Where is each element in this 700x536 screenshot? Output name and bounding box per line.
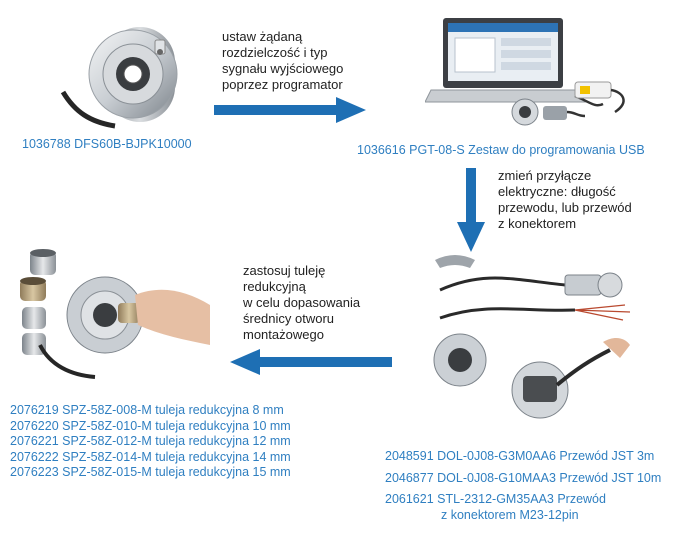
- step3-instruction: zastosuj tuleję redukcyjną w celu dopaso…: [243, 263, 403, 343]
- step1-instruction-line: rozdzielczość i typ: [222, 45, 328, 60]
- step3-instruction-line: w celu dopasowania: [243, 295, 361, 310]
- sleeve-product-item: 2076223 SPZ-58Z-015-M tuleja redukcyjna …: [10, 465, 291, 479]
- reduction-sleeves-image: [20, 249, 210, 379]
- step1-product: 1036788 DFS60B-BJPK10000: [22, 137, 192, 151]
- step1-instruction-line: sygnału wyjściowego: [222, 61, 344, 76]
- step3-instruction-line: redukcyjną: [243, 279, 306, 294]
- step2-instruction-line: przewodu, lub przewód: [498, 200, 632, 215]
- laptop-programmer-image: [425, 18, 625, 126]
- cable-product-item: 2048591 DOL-0J08-G3M0AA6 Przewód JST 3m: [385, 449, 655, 463]
- step1-instruction-line: ustaw żądaną: [222, 29, 303, 44]
- cables-connector-image: [433, 255, 631, 419]
- step4-product-list: 2076219 SPZ-58Z-008-M tuleja redukcyjna …: [10, 403, 291, 481]
- step3-product-list: 2048591 DOL-0J08-G3M0AA6 Przewód JST 3m …: [385, 449, 661, 523]
- sleeve-product-item: 2076220 SPZ-58Z-010-M tuleja redukcyjna …: [10, 418, 291, 433]
- arrow-right-icon: [214, 97, 366, 123]
- cable-product-item-continuation: z konektorem M23-12pin: [441, 507, 579, 522]
- encoder-image: [60, 27, 178, 129]
- step2-product: 1036616 PGT-08-S Zestaw do programowania…: [357, 143, 645, 157]
- step3-instruction-line: średnicy otworu: [243, 311, 335, 326]
- sleeve-product-item: 2076222 SPZ-58Z-014-M tuleja redukcyjna …: [10, 449, 291, 464]
- cable-product-item: 2061621 STL-2312-GM35AA3 Przewód: [385, 492, 606, 506]
- step2-instruction-line: zmień przyłącze: [498, 168, 592, 183]
- step2-instruction-line: z konektorem: [498, 216, 577, 231]
- step3-instruction-line: zastosuj tuleję: [243, 263, 326, 278]
- step1-instruction: ustaw żądaną rozdzielczość i typ sygnału…: [222, 29, 382, 93]
- cable-product-item: 2046877 DOL-0J08-G10MAA3 Przewód JST 10m: [385, 470, 662, 485]
- step2-instruction-line: elektryczne: długość: [498, 184, 616, 199]
- step1-instruction-line: poprzez programator: [222, 77, 343, 92]
- sleeve-product-item: 2076221 SPZ-58Z-012-M tuleja redukcyjna …: [10, 434, 291, 448]
- arrow-left-icon: [230, 349, 392, 375]
- step2-instruction: zmień przyłącze elektryczne: długość prz…: [498, 168, 688, 232]
- sleeve-product-item: 2076219 SPZ-58Z-008-M tuleja redukcyjna …: [10, 403, 284, 417]
- step3-instruction-line: montażowego: [243, 327, 324, 342]
- arrow-down-icon: [457, 168, 485, 252]
